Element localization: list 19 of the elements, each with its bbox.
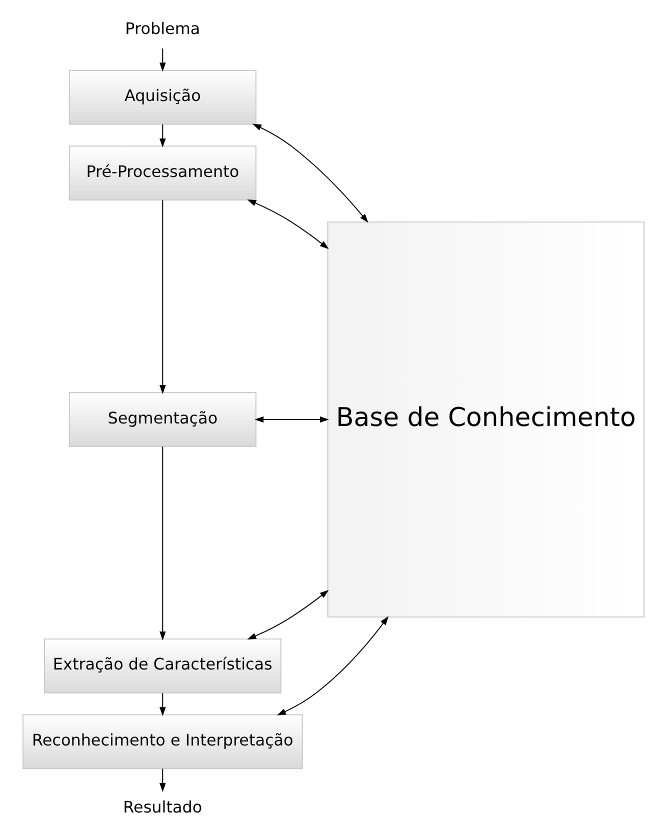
arrow — [159, 768, 166, 792]
arrow — [246, 200, 328, 250]
arrow — [159, 200, 166, 394]
arrow — [276, 616, 388, 716]
node-box: Base de Conhecimento — [326, 221, 644, 618]
node-box: Aquisição — [68, 70, 256, 125]
node-box: Pré-Processamento — [68, 146, 256, 201]
node-box: Reconhecimento e Interpretação — [22, 714, 302, 770]
arrow — [159, 446, 166, 640]
arrow — [252, 124, 368, 223]
node-text: Resultado — [122, 797, 202, 816]
arrow — [159, 48, 166, 72]
arrow — [246, 590, 328, 640]
node-box: Segmentação — [68, 392, 256, 447]
node-text: Problema — [124, 19, 200, 38]
arrow — [159, 124, 166, 148]
node-box: Extração de Características — [43, 638, 281, 694]
arrow — [254, 416, 328, 423]
arrow — [159, 692, 166, 716]
